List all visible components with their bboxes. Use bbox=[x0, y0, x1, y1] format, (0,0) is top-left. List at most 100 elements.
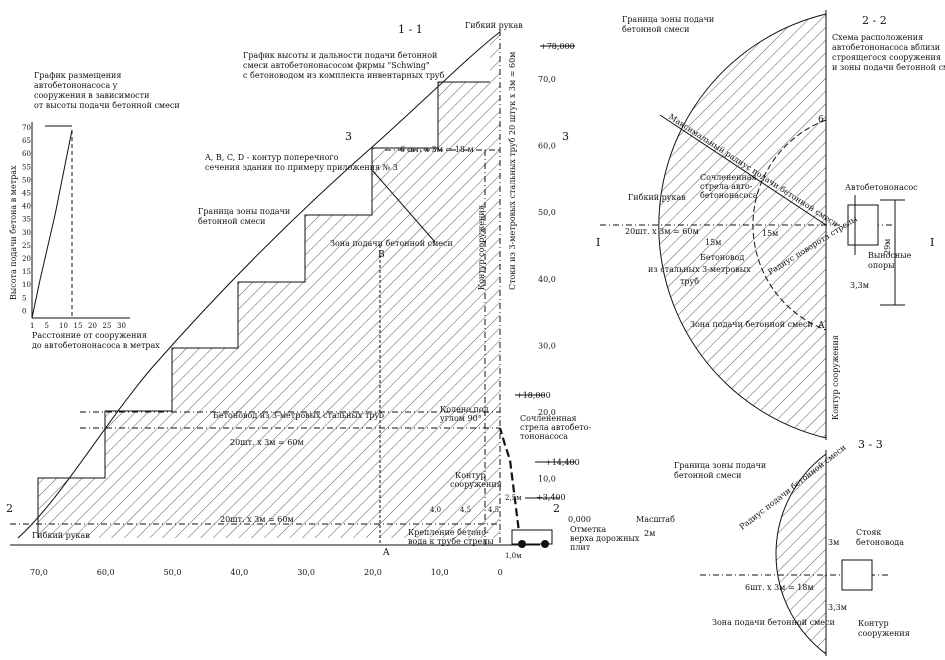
cut-mark-2-right: 2 bbox=[553, 502, 560, 515]
mini-x-label-line-2: до автобетононасоса в метрах bbox=[32, 341, 160, 350]
vertical-tick-label: 20,0 bbox=[538, 408, 556, 417]
small-dim-c: 4,5 bbox=[488, 506, 499, 514]
title-2-2-line-2: автобетононасоса вблизи bbox=[832, 43, 940, 52]
mini-x-tick: 25 bbox=[103, 322, 112, 330]
zone-3-3-label: Зона подачи бетонной смеси bbox=[712, 618, 835, 627]
title-2-2-line-1: Схема расположения bbox=[832, 33, 923, 42]
mini-x-tick: 5 bbox=[45, 322, 49, 330]
title-2-2-line-3: строящегося сооружения bbox=[832, 53, 941, 62]
mini-y-tick: 25 bbox=[22, 242, 31, 250]
mini-y-tick: 60 bbox=[22, 150, 31, 158]
pipeline-2-2-line-1: Бетоновод bbox=[700, 253, 744, 262]
vertical-tick-label: 10,0 bbox=[538, 475, 556, 484]
elbow-label-line-2: углом 90° bbox=[440, 414, 482, 423]
mark-b-1-1: B bbox=[378, 250, 385, 260]
pipe-20a-label: 20шт. х 3м = 60м bbox=[230, 438, 304, 447]
zone-label-1-1: Зона подачи бетонной смеси bbox=[330, 239, 453, 248]
vertical-tick-label: 40,0 bbox=[538, 275, 556, 284]
small-dim-b: 4,5 bbox=[460, 506, 471, 514]
mini-y-tick: 10 bbox=[22, 281, 31, 289]
title-line-3: с бетоноводом из комплекта инвентарных т… bbox=[243, 71, 445, 80]
elev-0-label: 0,000 bbox=[568, 515, 591, 524]
contour-label-1-1: Контур сооружения bbox=[477, 205, 486, 290]
mini-x-tick: 15 bbox=[74, 322, 83, 330]
outriggers-line-2: опоры bbox=[868, 261, 895, 270]
zone-1-1-step-outline bbox=[37, 81, 490, 538]
contour-bottom-line-1: Контур bbox=[455, 471, 486, 480]
section-3-3 bbox=[700, 450, 890, 656]
mini-y-tick: 45 bbox=[22, 190, 31, 198]
title-line-1: График высоты и дальности подачи бетонно… bbox=[243, 51, 437, 60]
horizontal-tick-label: 70,0 bbox=[30, 568, 48, 577]
mini-y-tick: 55 bbox=[22, 163, 31, 171]
elev-18-label: +18,000 bbox=[516, 391, 551, 400]
mini-y-tick: 15 bbox=[22, 268, 31, 276]
contour-2-2-label: Контур сооружения bbox=[831, 335, 840, 420]
mini-curve bbox=[31, 129, 73, 319]
contour-3-3-line-1: Контур bbox=[858, 619, 889, 628]
section-2-2-label: 2 - 2 bbox=[862, 14, 887, 27]
flex-hose-top-label: Гибкий рукав bbox=[465, 21, 523, 30]
scale-value: 2м bbox=[644, 529, 655, 538]
section-3-3-label: 3 - 3 bbox=[858, 438, 883, 451]
elev-top-label: +78,000 bbox=[540, 42, 575, 51]
pump-plan-2-2 bbox=[847, 204, 879, 246]
pipeline-label-1-1: Бетоновод из 3-метровых стальных труб bbox=[213, 411, 384, 420]
mini-x-tick: 30 bbox=[117, 322, 126, 330]
mini-y-tick: 20 bbox=[22, 255, 31, 263]
riser-label: Стоки из 3-метровых стальных труб 20 шту… bbox=[508, 52, 517, 290]
pipeline-2-2-line-2: из стальных 3-метровых bbox=[648, 265, 751, 274]
mini-y-tick: 50 bbox=[22, 176, 31, 184]
mini-y-label: Высота подачи бетона в метрах bbox=[9, 165, 18, 300]
vertical-tick-label: 70,0 bbox=[538, 75, 556, 84]
riser-3-3-line-2: бетоновода bbox=[856, 538, 904, 547]
mark-a-1-1: A bbox=[382, 548, 390, 558]
mini-y-tick: 30 bbox=[22, 229, 31, 237]
flex-hose-2-2: Гибкий рукав bbox=[628, 193, 686, 202]
mark-a-2-2: A bbox=[817, 321, 825, 331]
mini-y-tick: 70 bbox=[22, 124, 31, 132]
zone-3-3-fill bbox=[775, 452, 827, 656]
zone-boundary-2-2-line-1: Граница зоны подачи bbox=[622, 15, 714, 24]
pump-2-2-label: Автобетононасос bbox=[845, 183, 918, 192]
pipe-20b-label: 20шт. х 3м = 60м bbox=[220, 515, 294, 524]
mini-x-tick: 1 bbox=[30, 322, 34, 330]
horizontal-tick-label: 60,0 bbox=[97, 568, 115, 577]
boom-2-2-line-2: стрела авто- bbox=[700, 182, 753, 191]
d33-2-2: 3,3м bbox=[850, 281, 869, 290]
cut-mark-2-left: 2 bbox=[6, 502, 13, 515]
truck-wheel bbox=[518, 540, 526, 548]
mini-title-line-3: сооружения в зависимости bbox=[34, 91, 149, 100]
road-mark-line-2: верха дорожных bbox=[570, 534, 640, 543]
boom-label-line-2: стрела автобето- bbox=[520, 423, 591, 432]
title-line-2: смеси автобетононасосом фирмы "Schwing" bbox=[243, 61, 430, 70]
mini-y-tick: 35 bbox=[22, 216, 31, 224]
scale-label: Масштаб bbox=[636, 515, 675, 524]
fastening-line-1: Крепление бетоно- bbox=[408, 528, 489, 537]
d15b: 15м bbox=[762, 229, 778, 238]
boom-2-2-line-3: бетононасоса bbox=[700, 191, 758, 200]
small-dim-e: 1,0м bbox=[505, 552, 522, 560]
d15a: 15м bbox=[705, 238, 721, 247]
section-2-2 bbox=[600, 10, 905, 440]
abcd-legend-line-2: сечения здания по примеру приложения № 3 bbox=[205, 163, 398, 172]
vertical-tick-label: 50,0 bbox=[538, 208, 556, 217]
mini-y-tick: 0 bbox=[22, 307, 26, 315]
mark-i-left: I bbox=[596, 236, 600, 249]
vertical-tick-label: 30,0 bbox=[538, 341, 556, 350]
zone-boundary-1-1-line-2: бетонной смеси bbox=[198, 217, 265, 226]
small-dim-d: 2,5м bbox=[505, 494, 522, 502]
max-radius-line bbox=[659, 114, 827, 226]
elev-3-label: +3,400 bbox=[536, 493, 566, 502]
contour-bottom-line-2: сооружения bbox=[450, 480, 502, 489]
section-1-1 bbox=[10, 30, 575, 548]
outriggers-line-1: Выносные bbox=[868, 251, 912, 260]
cut-mark-3-left: 3 bbox=[345, 130, 352, 143]
mini-x-tick: 20 bbox=[88, 322, 97, 330]
d29-label: 29м bbox=[883, 239, 892, 255]
mini-y-tick: 40 bbox=[22, 203, 31, 211]
cut-mark-3-right: 3 bbox=[562, 130, 569, 143]
